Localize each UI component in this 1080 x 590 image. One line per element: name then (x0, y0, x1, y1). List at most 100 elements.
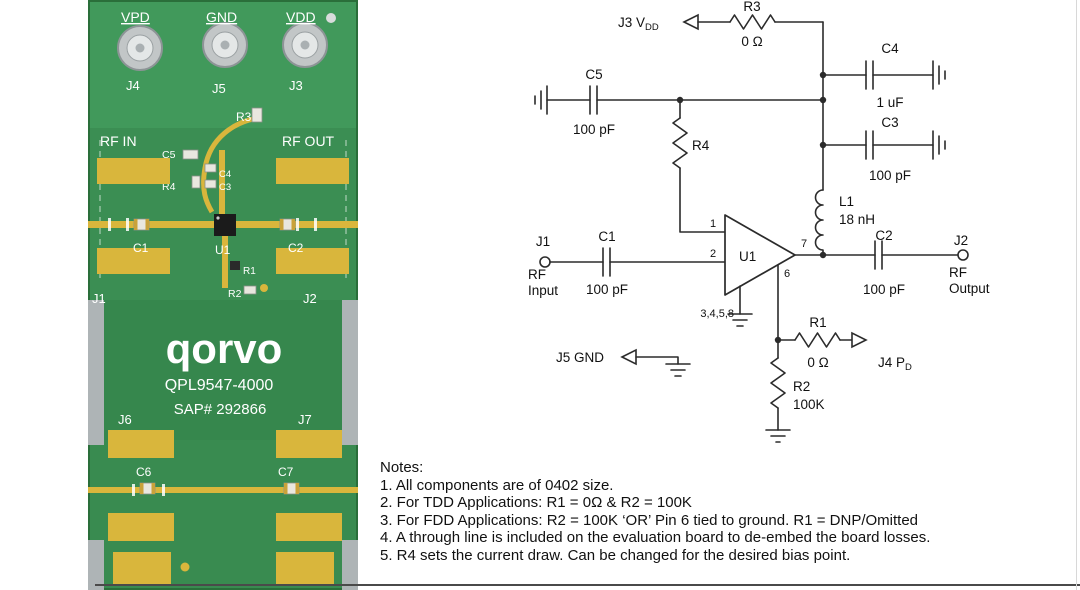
cal-mark (126, 218, 129, 231)
gnd-pad (276, 430, 342, 458)
c5-branch: C5 100 pF (534, 67, 824, 137)
c3-branch: C3 100 pF (822, 115, 946, 183)
capacitor-c5-symbol (589, 85, 598, 115)
gnd-pad (97, 158, 170, 184)
c4-branch: C4 1 uF (822, 41, 946, 110)
notes-title: Notes: (380, 459, 424, 476)
bias-pin6: R1 0 Ω J4 PD R2 100K (765, 264, 912, 443)
c5-ref: C5 (585, 67, 602, 82)
cal-mark (162, 484, 165, 496)
junction-dot (676, 96, 684, 104)
ground-symbol (765, 429, 791, 443)
gnd-pad (108, 430, 174, 458)
c1-value: 100 pF (586, 282, 628, 297)
gnd-pad (113, 552, 171, 586)
cal-mark (314, 218, 317, 231)
j1-ref: J1 (536, 234, 550, 249)
note-item-5: 5. R4 sets the current draw. Can be chan… (380, 546, 851, 564)
ref-c7: C7 (278, 465, 294, 479)
schematic: J3 VDD R3 0 Ω C4 1 uF C3 100 pF (528, 0, 990, 443)
amplifier-u1: U1 1 2 7 6 3,4,5,8 (700, 214, 807, 327)
ground-symbol (932, 130, 946, 160)
sma-pin (220, 40, 230, 50)
gnd-pad (97, 248, 170, 274)
r3-value: 0 Ω (741, 34, 762, 49)
inductor-l1-symbol (814, 189, 824, 256)
r3-chip (251, 107, 263, 123)
junction-dot (819, 141, 827, 149)
capacitor-c2-symbol (874, 240, 883, 270)
ref-j5: J5 (212, 81, 226, 96)
port-circle-j1 (539, 256, 551, 268)
connector-j5: GND J5 (202, 9, 248, 96)
r1-ref: R1 (809, 315, 826, 330)
c3-value: 100 pF (869, 168, 911, 183)
r2-chip (243, 285, 257, 295)
connector-j4: VPD J4 (117, 9, 163, 93)
fiducial-dot (180, 562, 190, 572)
r4-ref: R4 (692, 138, 710, 153)
gnd-pad (276, 248, 349, 274)
ref-j3: J3 (289, 78, 303, 93)
r4-chip (191, 175, 201, 189)
c1-ref: C1 (598, 229, 615, 244)
c3-chip (204, 179, 217, 189)
j2-line1: RF (949, 265, 967, 280)
via-pad (260, 284, 268, 292)
pcb-photo: VPD J4 GND J5 VDD J3 RF IN RF OUT (88, 0, 358, 590)
c2-value: 100 pF (863, 282, 905, 297)
ref-c1: C1 (133, 241, 149, 255)
cal-mark (108, 218, 111, 231)
sma-body-left-lower (88, 540, 104, 590)
power-label-vpd: VPD (121, 9, 150, 25)
pin7-number: 7 (801, 238, 807, 250)
amp-triangle (724, 214, 796, 296)
pin2-number: 2 (710, 248, 716, 260)
capacitor-c1-symbol (602, 247, 611, 277)
u1-pin1-dot (216, 216, 220, 220)
r1-value: 0 Ω (807, 355, 828, 370)
sap-number: SAP# 292866 (174, 401, 267, 418)
c4-chip (204, 163, 217, 173)
j5-label: J5 GND (556, 350, 604, 365)
c3-ref: C3 (881, 115, 898, 130)
ref-c4: C4 (219, 169, 231, 180)
cal-mark (296, 218, 299, 231)
resistor-r3-symbol (729, 14, 776, 30)
ground-symbol (534, 85, 548, 115)
pin1-number: 1 (710, 218, 716, 230)
capacitor-c4-symbol (865, 60, 874, 90)
ref-c2: C2 (288, 241, 304, 255)
resistor-r1-symbol (794, 332, 841, 348)
thru-trace (88, 487, 358, 493)
sma-body-left (88, 300, 104, 445)
ref-r1: R1 (243, 266, 256, 277)
pcb-texture (88, 300, 358, 440)
rf-path: C1 U1 C2 R1 R2 J1 J2 (88, 158, 358, 306)
port-arrow-j4 (851, 331, 868, 349)
j1-line2: Input (528, 283, 558, 298)
sma-pin (300, 40, 310, 50)
j5-ground: J5 GND (556, 348, 691, 377)
gnd-pad (276, 158, 349, 184)
j1-line1: RF (528, 267, 546, 282)
junction-dot (819, 71, 827, 79)
mounting-washer (326, 13, 336, 23)
wire (635, 356, 679, 365)
branding: qorvo QPL9547-4000 SAP# 292866 (165, 325, 283, 418)
sma-body-right (342, 300, 358, 445)
c4-value: 1 uF (876, 95, 903, 110)
ground-symbol (932, 60, 946, 90)
c7-chip (283, 482, 300, 495)
qorvo-logo: qorvo (166, 325, 283, 372)
j2-ref: J2 (954, 233, 968, 248)
junction-dots (676, 71, 827, 344)
junction-dot (819, 96, 827, 104)
u1-ref: U1 (739, 249, 756, 264)
cal-mark (132, 484, 135, 496)
gnd-pad (276, 552, 334, 586)
power-label-gnd: GND (206, 9, 237, 25)
port-circle-j2 (957, 249, 969, 261)
r2-value: 100K (793, 397, 825, 412)
pin6-number: 6 (784, 268, 790, 280)
